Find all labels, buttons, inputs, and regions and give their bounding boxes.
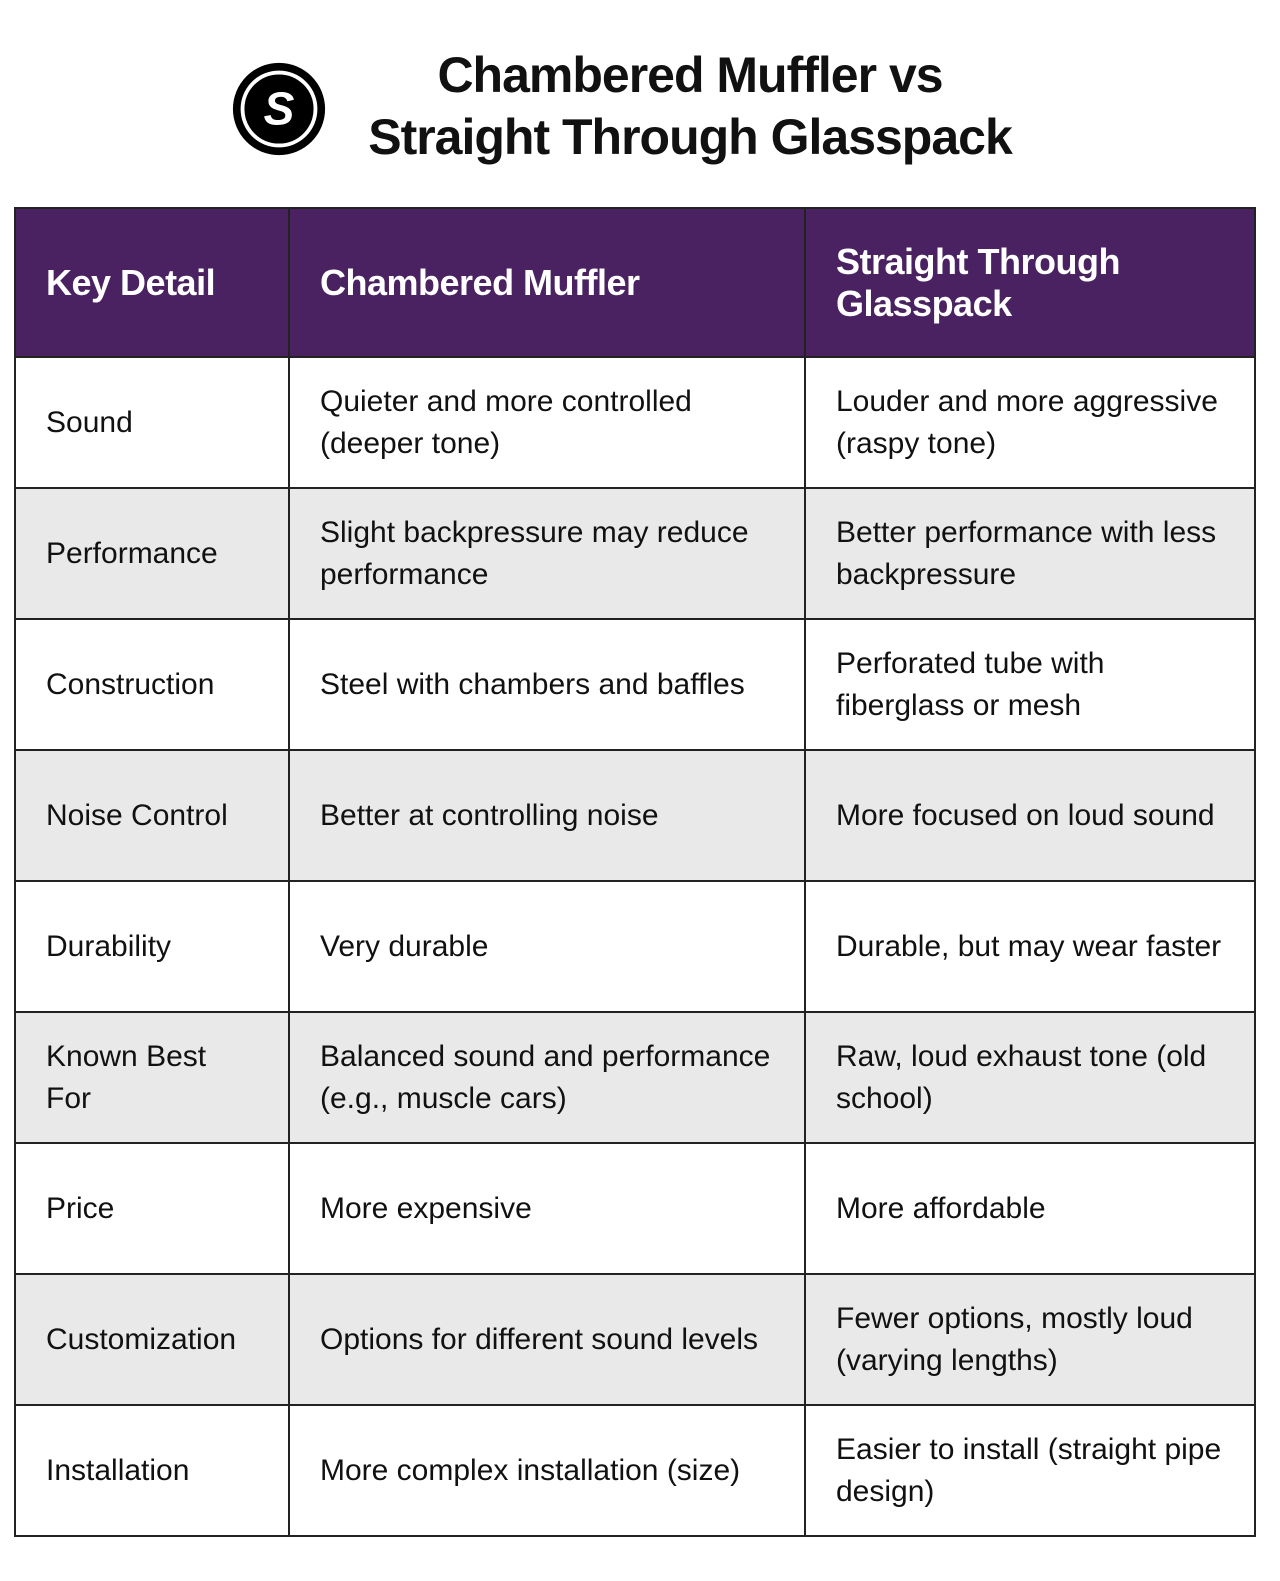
glasspack-cell: Durable, but may wear faster [804, 880, 1256, 1013]
key-detail-cell: Noise Control [14, 749, 290, 882]
glasspack-cell: Louder and more aggressive (raspy tone) [804, 356, 1256, 489]
chambered-muffler-cell: Very durable [288, 880, 806, 1013]
glasspack-cell: Easier to install (straight pipe design) [804, 1404, 1256, 1537]
key-detail-cell: Known Best For [14, 1011, 290, 1144]
key-detail-cell: Customization [14, 1273, 290, 1406]
glasspack-cell: More affordable [804, 1142, 1256, 1275]
key-detail-cell: Durability [14, 880, 290, 1013]
chambered-muffler-cell: Balanced sound and performance (e.g., mu… [288, 1011, 806, 1144]
glasspack-cell: Fewer options, mostly loud (varying leng… [804, 1273, 1256, 1406]
key-detail-cell: Performance [14, 487, 290, 620]
svg-text:S: S [264, 82, 295, 134]
chambered-muffler-cell: Steel with chambers and baffles [288, 618, 806, 751]
chambered-muffler-cell: Slight backpressure may reduce performan… [288, 487, 806, 620]
header-chambered-muffler: Chambered Muffler [288, 207, 806, 358]
chambered-muffler-cell: Options for different sound levels [288, 1273, 806, 1406]
key-detail-cell: Installation [14, 1404, 290, 1537]
key-detail-cell: Sound [14, 356, 290, 489]
glasspack-cell: Raw, loud exhaust tone (old school) [804, 1011, 1256, 1144]
title-line-2: Straight Through Glasspack [368, 109, 1013, 165]
chambered-muffler-cell: Better at controlling noise [288, 749, 806, 882]
chambered-muffler-cell: Quieter and more controlled (deeper tone… [288, 356, 806, 489]
glasspack-cell: Better performance with less backpressur… [804, 487, 1256, 620]
key-detail-cell: Price [14, 1142, 290, 1275]
chambered-muffler-cell: More expensive [288, 1142, 806, 1275]
glasspack-cell: More focused on loud sound [804, 749, 1256, 882]
page-title: Chambered Muffler vs Straight Through Gl… [340, 44, 1040, 168]
brand-logo-icon: S [232, 62, 326, 156]
glasspack-cell: Perforated tube with fiberglass or mesh [804, 618, 1256, 751]
comparison-table: Key Detail Chambered Muffler Straight Th… [14, 207, 1256, 1537]
header-key-detail: Key Detail [14, 207, 290, 358]
chambered-muffler-cell: More complex installation (size) [288, 1404, 806, 1537]
key-detail-cell: Construction [14, 618, 290, 751]
header-straight-through-glasspack: Straight Through Glasspack [804, 207, 1256, 358]
table-header-row: Key Detail Chambered Muffler Straight Th… [14, 207, 1256, 358]
title-line-1: Chambered Muffler vs [437, 47, 943, 103]
